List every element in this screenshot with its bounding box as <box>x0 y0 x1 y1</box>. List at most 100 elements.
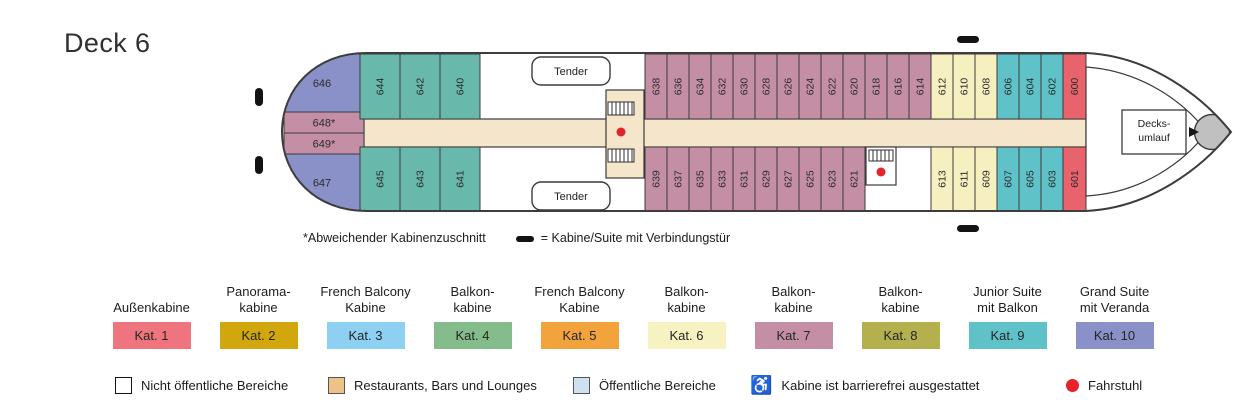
cabin-number: 624 <box>805 78 817 96</box>
cabin-number: 632 <box>717 78 729 96</box>
cabin-number: 645 <box>375 170 387 188</box>
area-legend-item-5: Fahrstuhl <box>1066 372 1142 398</box>
cabin-number: 646 <box>313 78 331 90</box>
walkway-label-box <box>1121 109 1187 155</box>
midship-lobby <box>605 89 645 179</box>
bow-circle <box>1193 113 1231 151</box>
cabin-number: 629 <box>761 170 773 188</box>
category-kat-box: Kat. 7 <box>754 322 833 349</box>
footnote-asterisk: *Abweichender Kabinenzuschnitt <box>303 231 486 245</box>
hull-outline <box>280 52 1233 212</box>
corridor <box>363 118 1087 148</box>
cabin-number: 603 <box>1047 170 1059 188</box>
cabin-number: 612 <box>937 78 949 96</box>
cabin-number: 622 <box>827 78 839 96</box>
cabin-number: 638 <box>651 78 663 96</box>
elevator-dot <box>616 127 626 137</box>
bow-area: Decks- umlauf <box>1085 66 1231 197</box>
area-legend-label: Fahrstuhl <box>1088 377 1143 393</box>
category-kat-box: Kat. 3 <box>326 322 405 349</box>
cabin-621 <box>842 146 866 211</box>
category-name: Balkon- kabine <box>771 284 816 315</box>
cabin-number: 644 <box>375 78 387 96</box>
cabin-number: 621 <box>849 170 861 188</box>
cabin-number: 606 <box>1003 78 1015 96</box>
category-name: Balkon- kabine <box>450 284 495 315</box>
cabin-number: 610 <box>959 78 971 96</box>
cabin-number: 643 <box>415 170 427 188</box>
category-kat-box: Kat. 5 <box>540 322 619 349</box>
connector-pill-stern-upper <box>255 88 263 106</box>
cabin-number: 601 <box>1069 170 1081 188</box>
cabin-number: 611 <box>959 170 971 187</box>
cabin-number: 620 <box>849 78 861 96</box>
cabin-number: 602 <box>1047 78 1059 96</box>
white-area-swatch <box>115 376 132 394</box>
cabin-number: 635 <box>695 170 707 188</box>
area-legend-item-2: Restaurants, Bars und Lounges <box>328 372 537 398</box>
cabin-number: 605 <box>1025 170 1037 188</box>
footnote-connector-text: = Kabine/Suite mit Verbindungstür <box>540 231 731 245</box>
category-name: French Balcony Kabine <box>320 284 411 315</box>
cabin-number: 627 <box>783 170 795 188</box>
category-name: Junior Suite mit Balkon <box>973 284 1042 315</box>
blue-area-swatch <box>573 376 590 394</box>
cabin-number: 641 <box>455 170 467 188</box>
cabin-number: 604 <box>1025 78 1037 96</box>
area-legend-item-3: Öffentliche Bereiche <box>573 372 716 398</box>
cabin-number: 614 <box>915 78 927 96</box>
elevator-dot-icon <box>1066 378 1079 392</box>
cabin-number: 633 <box>717 170 729 188</box>
elevator-dot <box>876 167 886 177</box>
cabin-number: 613 <box>937 170 949 188</box>
category-kat-box: Kat. 9 <box>968 322 1047 349</box>
tender-label: Tender <box>554 191 588 203</box>
cabin-number: 637 <box>673 170 685 188</box>
category-name: Balkon- kabine <box>878 284 923 315</box>
category-name: Grand Suite mit Veranda <box>1079 284 1150 315</box>
cabin-number: 626 <box>783 78 795 96</box>
area-legend-label: Restaurants, Bars und Lounges <box>354 377 537 393</box>
category-name: Balkon- kabine <box>664 284 709 315</box>
stair-lobby-forward <box>865 146 897 186</box>
cabin-number: 647 <box>313 177 331 189</box>
cabin-number: 648* <box>313 117 336 129</box>
connector-pill-bottom <box>957 225 979 232</box>
cabin-number: 640 <box>455 78 467 96</box>
cabin-number: 616 <box>893 78 905 96</box>
walkway-arrow-icon <box>1189 127 1199 137</box>
cabin-number: 609 <box>981 170 993 188</box>
walkway-label-line2: umlauf <box>1138 132 1170 144</box>
tender-label: Tender <box>554 66 588 78</box>
category-kat-box: Kat. 8 <box>861 322 940 349</box>
connector-pill-icon <box>515 235 534 242</box>
category-kat-box: Kat. 4 <box>433 322 512 349</box>
cabin-645 <box>359 146 401 211</box>
cabin-644 <box>359 53 401 120</box>
area-legend-item-4: ♿Kabine ist barrierefrei ausgestattet <box>750 372 979 398</box>
area-legend-label: Öffentliche Bereiche <box>599 377 716 393</box>
category-kat-box: Kat. 2 <box>219 322 298 349</box>
cabin-number: 649* <box>313 138 336 150</box>
footnote-connector: = Kabine/Suite mit Verbindungstür <box>515 231 731 245</box>
walkway-label-line1: Decks- <box>1138 118 1171 130</box>
cabin-641 <box>439 146 481 211</box>
tender-boat-bottom: Tender <box>531 181 611 211</box>
category-kat-box: Kat. 6 <box>647 322 726 349</box>
cabin-number: 623 <box>827 170 839 188</box>
category-kat-box: Kat. 10 <box>1075 322 1154 349</box>
cabin-number: 642 <box>415 78 427 96</box>
